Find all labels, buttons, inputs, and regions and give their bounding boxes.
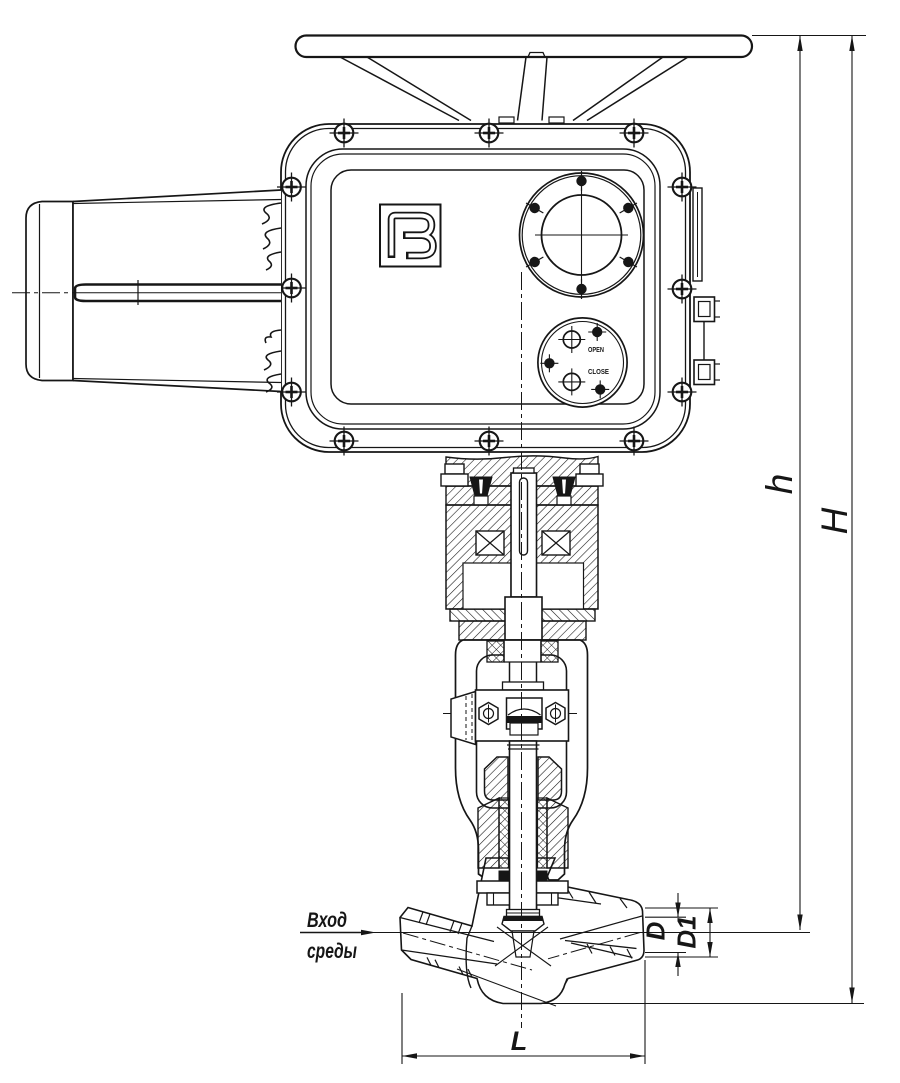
- svg-text:OPEN: OPEN: [588, 345, 604, 354]
- svg-text:среды: среды: [307, 940, 357, 963]
- svg-text:CLOSE: CLOSE: [588, 367, 609, 376]
- svg-text:L: L: [511, 1026, 528, 1056]
- svg-text:h: h: [759, 474, 800, 495]
- svg-text:D1: D1: [672, 915, 702, 948]
- svg-text:Вход: Вход: [307, 909, 347, 932]
- svg-text:H: H: [814, 507, 855, 534]
- svg-text:D: D: [641, 921, 671, 940]
